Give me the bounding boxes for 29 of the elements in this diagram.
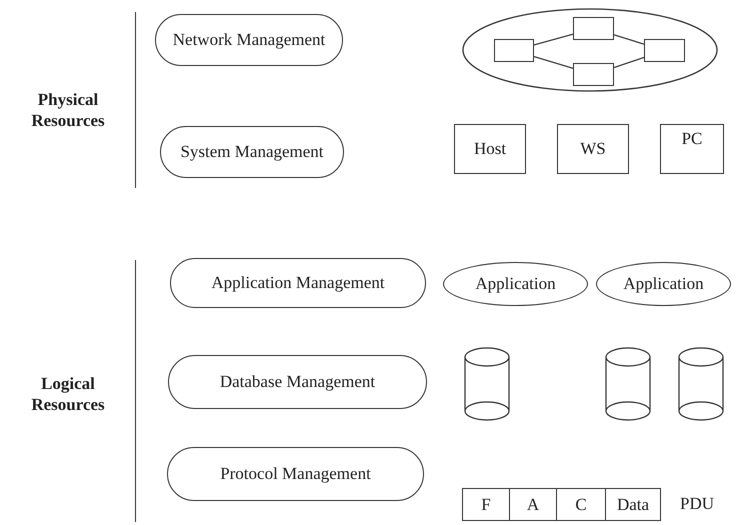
application-oval: Application [443, 262, 588, 306]
group-label: Logical Resources [30, 373, 106, 416]
group-label: Physical Resources [30, 89, 106, 132]
device-box: Host [454, 124, 526, 174]
device-box: F [462, 488, 510, 521]
link-line [614, 56, 644, 68]
device-box: A [509, 488, 557, 521]
link-line [534, 34, 574, 46]
application-oval: Application [596, 262, 731, 306]
management-capsule: Application Management [170, 258, 426, 308]
link-line [534, 56, 574, 69]
device-box: PC [660, 124, 724, 174]
database-cylinder [678, 348, 724, 420]
network-ellipse [462, 8, 718, 92]
device-box: WS [557, 124, 629, 174]
network-node-box [573, 17, 614, 40]
management-capsule: System Management [160, 126, 344, 178]
network-node-box [644, 39, 685, 62]
device-box: Data [605, 488, 661, 521]
management-capsule: Protocol Management [167, 447, 424, 501]
device-box: C [556, 488, 606, 521]
link-line [614, 34, 644, 45]
management-capsule: Network Management [155, 14, 343, 66]
database-cylinder [464, 348, 510, 420]
database-cylinder [605, 348, 651, 420]
network-node-box [573, 63, 614, 86]
network-node-box [494, 39, 534, 62]
management-capsule: Database Management [168, 355, 427, 409]
pdu-label: PDU [680, 494, 714, 514]
